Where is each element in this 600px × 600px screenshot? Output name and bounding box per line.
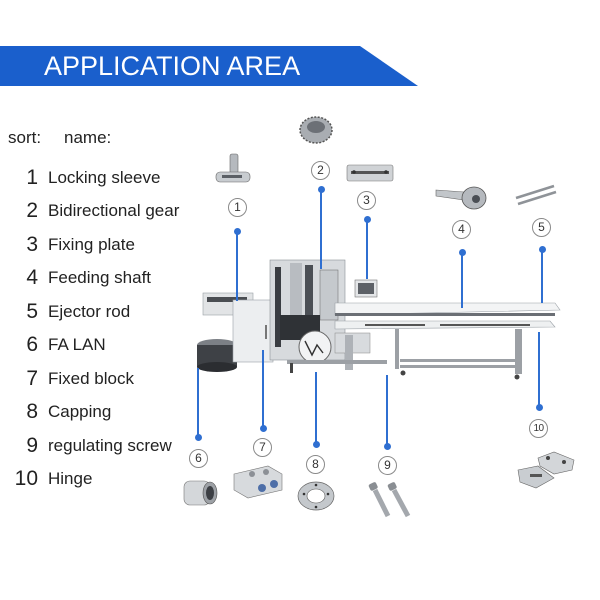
callout-badge-7: 7 [253, 438, 272, 457]
legend-name: Fixed block [48, 369, 134, 388]
callout-line-4 [461, 252, 463, 308]
feeding-shaft-image [434, 182, 490, 214]
banner-title: APPLICATION AREA [44, 51, 301, 81]
hinge-image [514, 448, 580, 490]
screw-icon [368, 482, 411, 518]
rod-icon [515, 184, 557, 206]
locking-sleeve-icon [215, 153, 251, 183]
callout-badge-2: 2 [311, 161, 330, 180]
banner-shape [0, 46, 418, 86]
callout-dot-6 [195, 434, 202, 441]
capping-image [296, 480, 336, 512]
callout-line-8 [315, 372, 317, 442]
legend-name: FA LAN [48, 335, 106, 354]
ring-icon [297, 481, 335, 511]
callout-dot-8 [313, 441, 320, 448]
locking-sleeve-image [212, 152, 254, 190]
callout-badge-8: 8 [306, 455, 325, 474]
legend-name: Bidirectional gear [48, 201, 180, 220]
callout-dot-10 [536, 404, 543, 411]
legend-number: 6 [26, 333, 38, 356]
callout-line-10 [538, 332, 540, 406]
hinge-icon [517, 451, 575, 489]
regulating-screw-image [366, 482, 416, 520]
bidirectional-gear-image [297, 113, 335, 147]
callout-line-9 [386, 375, 388, 445]
fixing-plate-image [345, 162, 395, 184]
callout-badge-10: 10 [529, 419, 548, 438]
callout-badge-1: 1 [228, 198, 247, 217]
callout-badge-3: 3 [357, 191, 376, 210]
fixed-block-image [232, 464, 284, 500]
legend-number: 4 [26, 266, 38, 289]
machine-illustration [197, 259, 561, 380]
legend-number: 9 [26, 434, 38, 457]
fa-lan-image [180, 475, 220, 509]
callout-dot-9 [384, 443, 391, 450]
name-header: name: [64, 128, 112, 147]
legend-name: Fixing plate [48, 235, 135, 254]
section-banner: APPLICATION AREA [0, 46, 418, 86]
legend-name: Ejector rod [48, 302, 131, 321]
legend-name: Capping [48, 402, 112, 421]
plate-icon [346, 164, 394, 182]
sort-header: sort: [8, 128, 42, 147]
legend-name: regulating screw [48, 436, 172, 455]
callout-line-7 [262, 350, 264, 426]
legend-number: 7 [26, 367, 38, 390]
legend-number: 2 [26, 199, 38, 222]
callout-line-3 [366, 219, 368, 279]
legend-name: Hinge [48, 469, 93, 488]
legend-number: 3 [26, 233, 38, 256]
callout-badge-4: 4 [452, 220, 471, 239]
callout-badge-9: 9 [378, 456, 397, 475]
block-icon [233, 465, 283, 499]
callout-line-2 [320, 189, 322, 269]
callout-line-5 [541, 249, 543, 303]
legend-number: 8 [26, 400, 38, 423]
callout-dot-7 [260, 425, 267, 432]
ejector-rod-image [512, 184, 558, 206]
callout-badge-6: 6 [189, 449, 208, 468]
legend-name: Feeding shaft [48, 268, 152, 287]
callout-line-1 [236, 231, 238, 301]
legend-number: 10 [14, 467, 38, 490]
flange-icon [183, 480, 218, 506]
callout-badge-5: 5 [532, 218, 551, 237]
callout-line-6 [197, 368, 199, 436]
shaft-icon [435, 186, 487, 210]
legend-name: Locking sleeve [48, 168, 161, 187]
gear-icon [299, 116, 333, 144]
legend-number: 1 [26, 166, 38, 189]
legend-number: 5 [26, 300, 38, 323]
